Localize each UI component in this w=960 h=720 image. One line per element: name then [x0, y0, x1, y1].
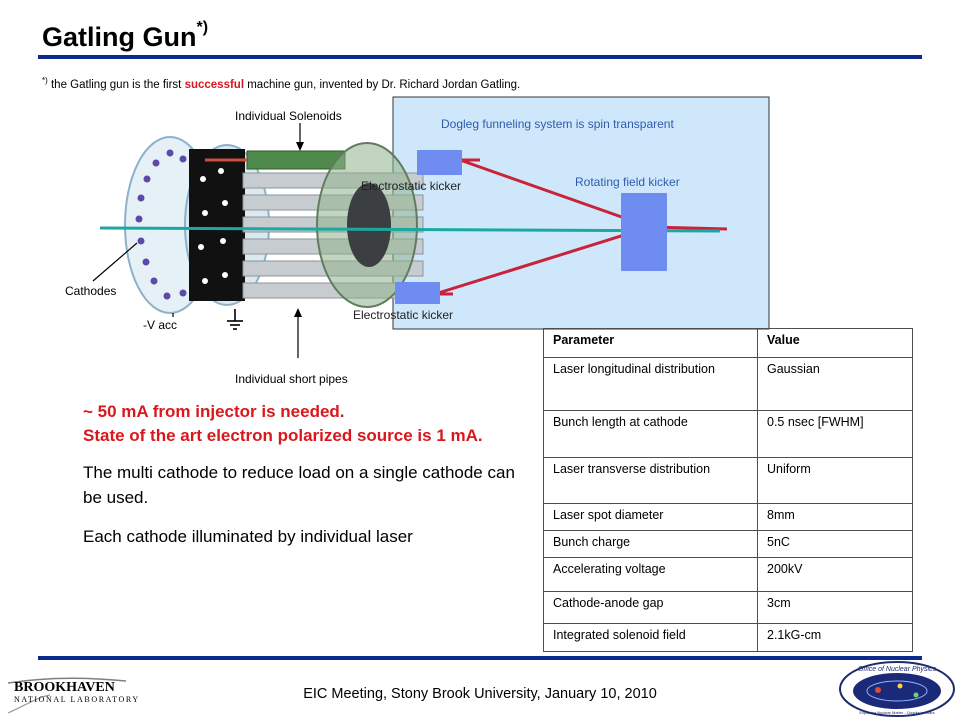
- text-block: ~ 50 mA from injector is needed. State o…: [83, 400, 533, 549]
- param-cell: Cathode-anode gap: [543, 591, 758, 624]
- value-cell: 8mm: [757, 503, 913, 531]
- solenoid: [246, 150, 346, 170]
- paragraph-multi-cathode: The multi cathode to reduce load on a si…: [83, 463, 515, 507]
- param-cell: Laser spot diameter: [543, 503, 758, 531]
- header-value: Value: [757, 328, 913, 358]
- param-cell: Laser longitudinal distribution: [543, 357, 758, 411]
- label-electrostatic-kicker-bottom: Electrostatic kicker: [353, 308, 453, 322]
- value-cell: 0.5 nsec [FWHM]: [757, 410, 913, 458]
- ground-icon: [227, 309, 243, 330]
- cathode-dots: [135, 149, 187, 300]
- nuclear-physics-seal: Office of Nuclear Physics Exploring Nucl…: [839, 661, 955, 717]
- value-cell: 3cm: [757, 591, 913, 624]
- label-individual-solenoids: Individual Solenoids: [235, 109, 342, 123]
- gun-body: [189, 149, 245, 301]
- bnl-subtitle: NATIONAL LABORATORY: [14, 695, 140, 704]
- value-cell: Uniform: [757, 457, 913, 504]
- footnote-mark: *): [42, 76, 48, 85]
- title-text: Gatling Gun: [42, 22, 197, 52]
- label-dogleg: Dogleg funneling system is spin transpar…: [441, 117, 674, 131]
- table-header-row: Parameter Value: [543, 328, 913, 358]
- label-rotating-field-kicker: Rotating field kicker: [575, 175, 680, 189]
- label-cathodes: Cathodes: [65, 284, 116, 298]
- rotating-field-kicker: [621, 193, 667, 271]
- param-cell: Laser transverse distribution: [543, 457, 758, 504]
- footnote-before: the Gatling gun is the first: [47, 78, 185, 91]
- value-cell: Gaussian: [757, 357, 913, 411]
- param-cell: Integrated solenoid field: [543, 623, 758, 652]
- label-electrostatic-kicker-top: Electrostatic kicker: [361, 179, 461, 193]
- title-footnote-mark: *): [196, 19, 209, 36]
- requirement-line-2: State of the art electron polarized sour…: [83, 426, 483, 445]
- title-rule: [38, 55, 922, 59]
- anode-grid: [347, 183, 391, 267]
- footer-text: EIC Meeting, Stony Brook University, Jan…: [303, 686, 657, 702]
- footer-rule: [38, 656, 922, 660]
- value-cell: 5nC: [757, 530, 913, 558]
- seal-name: Office of Nuclear Physics: [858, 666, 937, 673]
- param-cell: Bunch length at cathode: [543, 410, 758, 458]
- electrostatic-kicker-bottom: [395, 282, 440, 304]
- funneling-panel: [392, 96, 770, 330]
- label-individual-short-pipes: Individual short pipes: [235, 372, 348, 386]
- brookhaven-logo: BROOKHAVEN NATIONAL LABORATORY: [7, 677, 140, 714]
- seal-motto: Exploring Nuclear Matter - Quarks to Sta…: [859, 710, 934, 715]
- value-cell: 2.1kG-cm: [757, 623, 913, 652]
- footnote: *) the Gatling gun is the first successf…: [42, 76, 520, 91]
- footnote-after: machine gun, invented by Dr. Richard Jor…: [244, 78, 521, 91]
- header-parameter: Parameter: [543, 328, 758, 358]
- param-cell: Accelerating voltage: [543, 557, 758, 592]
- requirement-line-1: ~ 50 mA from injector is needed.: [83, 402, 345, 421]
- page-title: Gatling Gun*): [42, 19, 209, 53]
- gatling-gun-diagram: Individual Solenoids Dogleg funneling sy…: [65, 96, 770, 386]
- footnote-highlight: successful: [184, 78, 245, 91]
- electrostatic-kicker-top: [417, 150, 462, 175]
- param-cell: Bunch charge: [543, 530, 758, 558]
- paragraph-individual-laser: Each cathode illuminated by individual l…: [83, 527, 413, 546]
- value-cell: 200kV: [757, 557, 913, 592]
- bnl-name: BROOKHAVEN: [14, 680, 115, 695]
- beam-axis: [99, 226, 721, 233]
- label-v-acc: -V acc: [143, 318, 177, 332]
- parameter-table: Parameter Value Laser longitudinal distr…: [543, 328, 913, 652]
